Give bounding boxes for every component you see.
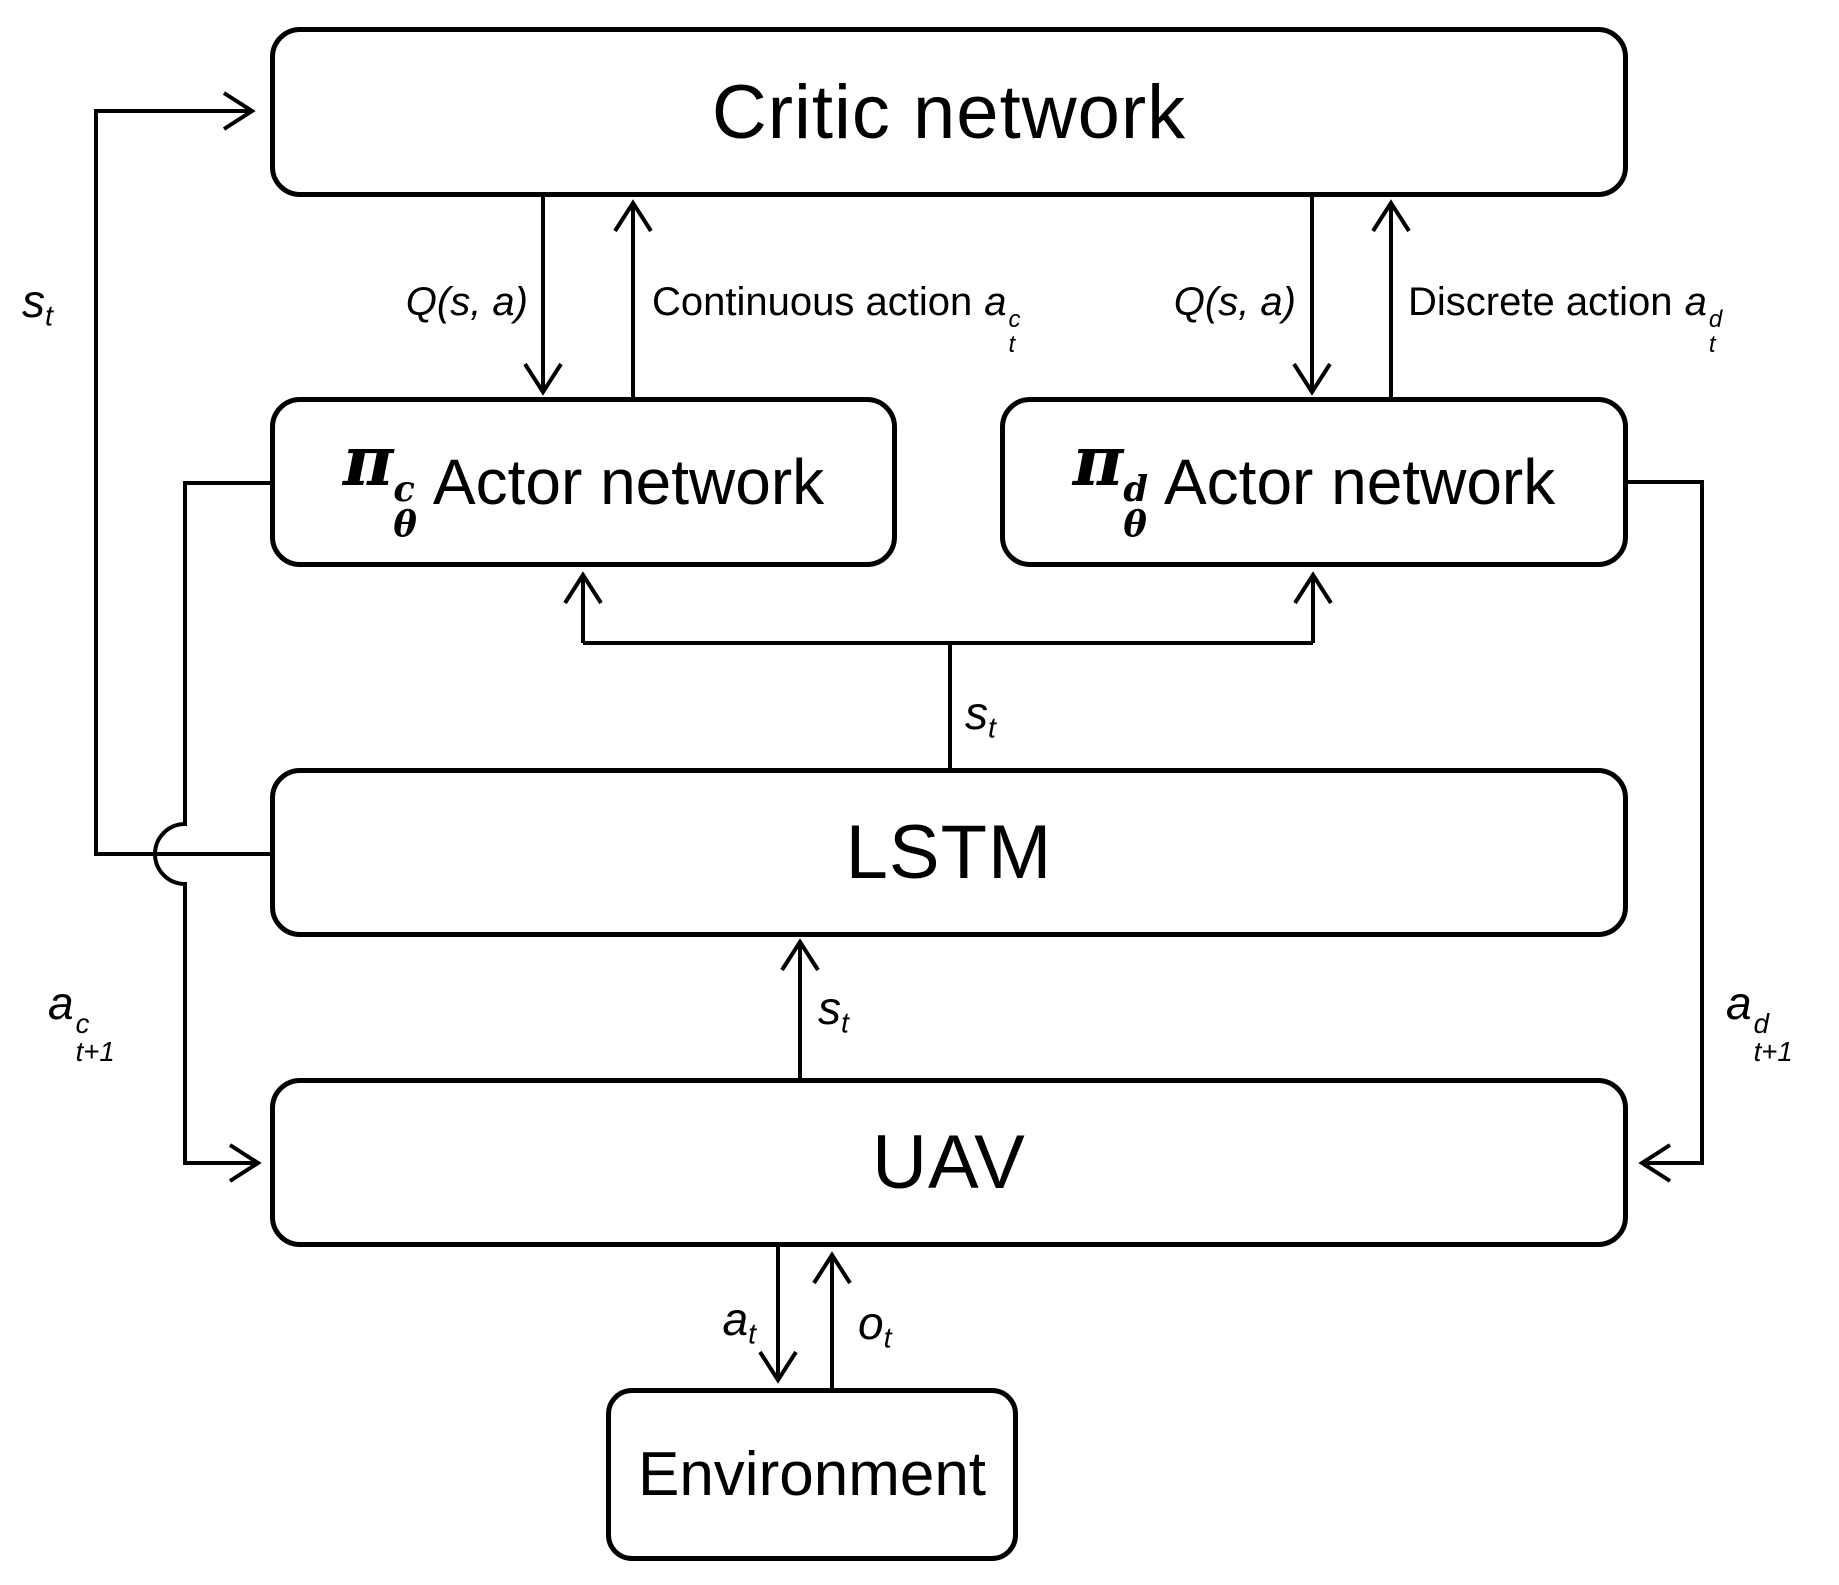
actor-d-text: Actor network [1163, 445, 1556, 518]
arrowhead-q-left-icon [523, 362, 563, 396]
label-q-value-right: Q(s, a) [1173, 280, 1296, 324]
arrowhead-discrete-action-icon [1371, 199, 1411, 233]
label-observation-ot: ot [858, 1297, 892, 1355]
actor-c-text: Actor network [432, 445, 825, 518]
arrowhead-q-right-icon [1292, 362, 1332, 396]
label-action-at: at [722, 1293, 756, 1351]
box-critic-network: Critic network [270, 27, 1628, 197]
arrow-state-branch [583, 641, 1313, 768]
box-environment: Environment [606, 1388, 1018, 1561]
label-state-st-mid: st [965, 687, 996, 745]
box-lstm: LSTM [270, 768, 1628, 937]
arrowhead-state-branch-right-icon [1293, 571, 1333, 605]
arrow-action-d-next [1628, 480, 1704, 1165]
arrowhead-state-to-lstm-icon [780, 938, 820, 972]
label-q-value-left: Q(s, a) [405, 280, 528, 324]
arrowhead-action-c-next-icon [228, 1143, 262, 1183]
arrowhead-action-to-env-icon [758, 1350, 798, 1384]
arrowhead-continuous-action-icon [613, 199, 653, 233]
arrow-action-c-next [153, 481, 270, 1165]
arrowhead-action-d-next-icon [1638, 1143, 1672, 1183]
uav-label: UAV [872, 1120, 1026, 1205]
label-state-st-left: st [22, 275, 53, 333]
box-uav: UAV [270, 1078, 1628, 1247]
critic-network-label: Critic network [711, 69, 1187, 155]
arrowhead-state-branch-left-icon [563, 571, 603, 605]
environment-label: Environment [637, 1440, 987, 1509]
arrowhead-obs-to-uav-icon [812, 1251, 852, 1285]
label-state-st-lstm: st [818, 982, 849, 1040]
arrow-state-to-critic [94, 109, 270, 856]
arrowhead-state-to-critic-icon [222, 91, 256, 131]
lstm-label: LSTM [845, 810, 1053, 895]
